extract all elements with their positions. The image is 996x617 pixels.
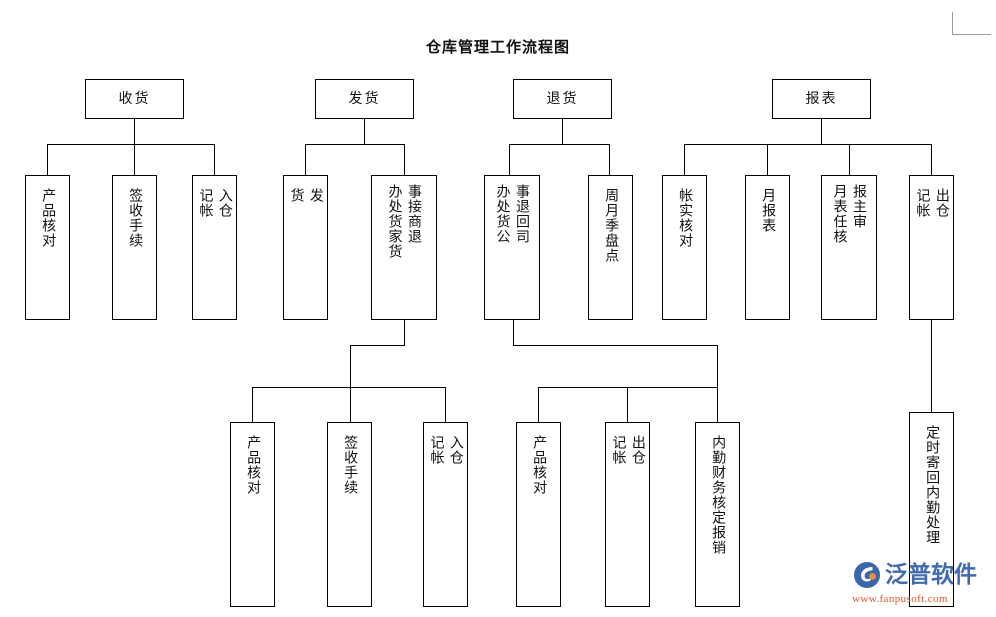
connector-merchant-return-leg-1: [252, 387, 253, 422]
fanpu-logo-icon: [852, 560, 882, 590]
node-returns-label: 退货: [546, 91, 579, 107]
node-merchant-return-label-left: 办处货家货: [386, 184, 403, 259]
connector-merchant-return-bus: [252, 387, 446, 388]
node-monthly-report-label: 月报表: [760, 188, 777, 233]
node-inbound-record-merchant[interactable]: 入仓 记帐: [423, 422, 468, 607]
page-title: 仓库管理工作流程图: [425, 38, 570, 56]
connector-company-return-leg-1: [538, 387, 539, 422]
connector-returns-drop-1: [509, 144, 510, 175]
node-ship-goods-label: 发 货: [288, 188, 324, 203]
connector-shipping-drop-2: [404, 144, 405, 175]
node-finance-approval-label: 内勤财务核定报销: [710, 435, 727, 555]
node-sign-procedure-merchant[interactable]: 签收手续: [327, 422, 372, 607]
node-mail-back-label: 定时寄回内勤处理: [924, 425, 941, 545]
connector-outbound-to-mailback: [931, 320, 932, 412]
node-inbound-record-merchant-label: 入仓 记帐: [428, 435, 464, 465]
connector-reports-drop-3: [849, 144, 850, 175]
node-merchant-return[interactable]: 办处货家货 事接商退: [371, 175, 437, 320]
node-return-to-company-label-right: 事退回司: [513, 184, 530, 244]
connector-reports-drop-2: [767, 144, 768, 175]
node-product-check-merchant[interactable]: 产品核对: [230, 422, 275, 607]
connector-merchant-return-jog: [350, 345, 405, 346]
node-outbound-record-company[interactable]: 出仓 记帐: [605, 422, 650, 607]
node-director-review[interactable]: 月表任核 报主审: [821, 175, 877, 320]
node-mail-back[interactable]: 定时寄回内勤处理: [909, 412, 954, 607]
node-periodic-stocktake-label: 周月季盘点: [603, 188, 620, 263]
node-return-to-company-label-left: 办处货公: [494, 184, 511, 244]
node-receiving-label: 收货: [118, 91, 151, 107]
connector-receiving-bus: [47, 144, 215, 145]
connector-company-return-leg-3: [717, 387, 718, 422]
node-merchant-return-label-right: 事接商退: [405, 184, 422, 244]
node-product-check-company-label: 产品核对: [531, 435, 548, 495]
node-ledger-check[interactable]: 帐实核对: [662, 175, 707, 320]
node-receiving[interactable]: 收货: [85, 79, 184, 119]
connector-merchant-return-drop: [350, 345, 351, 387]
connector-receiving-drop-2: [134, 144, 135, 175]
connector-company-return-jog: [513, 345, 718, 346]
node-finance-approval[interactable]: 内勤财务核定报销: [695, 422, 740, 607]
node-product-check-company[interactable]: 产品核对: [516, 422, 561, 607]
connector-merchant-return-stem: [404, 320, 405, 345]
connector-reports-bus: [684, 144, 931, 145]
node-product-check-receiving-label: 产品核对: [40, 188, 57, 248]
connector-merchant-return-leg-2: [350, 387, 351, 422]
node-reports-label: 报表: [805, 91, 838, 107]
connector-receiving-drop-1: [47, 144, 48, 175]
node-sign-procedure-receiving[interactable]: 签收手续: [112, 175, 157, 320]
connector-receiving-stem: [134, 119, 135, 144]
node-return-to-company[interactable]: 办处货公 事退回司: [484, 175, 540, 320]
node-monthly-report[interactable]: 月报表: [745, 175, 790, 320]
node-periodic-stocktake[interactable]: 周月季盘点: [588, 175, 633, 320]
connector-reports-stem: [821, 119, 822, 144]
node-outbound-record-reports-label: 出仓 记帐: [914, 188, 950, 218]
node-outbound-record-company-label: 出仓 记帐: [610, 435, 646, 465]
connector-reports-drop-1: [684, 144, 685, 175]
connector-returns-bus: [509, 144, 610, 145]
connector-reports-drop-4: [931, 144, 932, 175]
node-shipping-label: 发货: [348, 91, 381, 107]
connector-returns-drop-2: [609, 144, 610, 175]
node-ledger-check-label: 帐实核对: [677, 188, 694, 248]
connector-shipping-drop-1: [305, 144, 306, 175]
node-returns[interactable]: 退货: [513, 79, 612, 119]
connector-company-return-drop: [717, 345, 718, 387]
node-shipping[interactable]: 发货: [315, 79, 414, 119]
page-crop-mark: [952, 12, 991, 35]
node-director-review-label-left: 月表任核: [831, 184, 848, 244]
connector-shipping-bus: [305, 144, 405, 145]
connector-company-return-leg-2: [627, 387, 628, 422]
connector-returns-stem: [562, 119, 563, 144]
node-reports[interactable]: 报表: [772, 79, 871, 119]
node-product-check-merchant-label: 产品核对: [245, 435, 262, 495]
node-product-check-receiving[interactable]: 产品核对: [25, 175, 70, 320]
connector-company-return-bus: [538, 387, 718, 388]
connector-company-return-stem: [513, 320, 514, 345]
node-sign-procedure-receiving-label: 签收手续: [127, 188, 144, 248]
node-ship-goods[interactable]: 发 货: [283, 175, 328, 320]
node-inbound-record-receiving-label: 入仓 记帐: [197, 188, 233, 218]
node-sign-procedure-merchant-label: 签收手续: [342, 435, 359, 495]
node-director-review-label-right: 报主审: [850, 184, 867, 229]
node-outbound-record-reports[interactable]: 出仓 记帐: [909, 175, 954, 320]
connector-shipping-stem: [364, 119, 365, 144]
node-inbound-record-receiving[interactable]: 入仓 记帐: [192, 175, 237, 320]
connector-merchant-return-leg-3: [445, 387, 446, 422]
connector-receiving-drop-3: [214, 144, 215, 175]
